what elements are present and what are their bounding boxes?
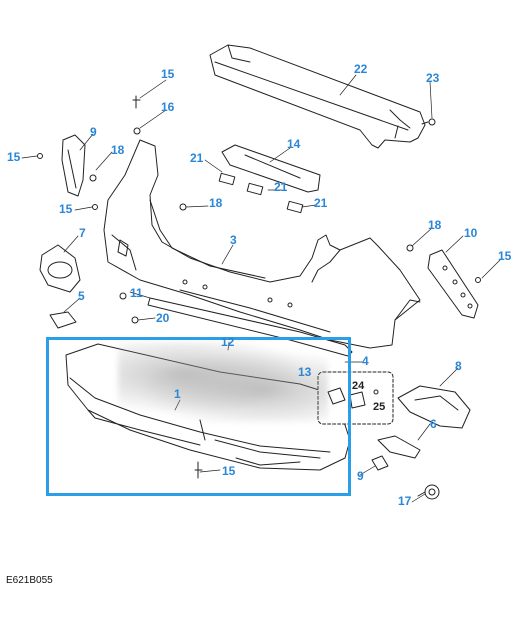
callout-4: 4 (362, 354, 369, 368)
callout-14: 14 (287, 137, 301, 151)
callout-22: 22 (354, 62, 368, 76)
figure-reference-code: E621B055 (6, 575, 53, 586)
callout-18: 18 (111, 143, 125, 157)
fastener-part (37, 95, 481, 324)
callout-9: 9 (90, 125, 97, 139)
callout-15: 15 (7, 150, 21, 164)
callout-6: 6 (430, 417, 437, 431)
side-bracket-right-part (427, 249, 479, 319)
callout-12: 12 (221, 335, 235, 349)
screw-part (194, 461, 203, 479)
callout-15: 15 (498, 249, 512, 263)
callout-10: 10 (464, 226, 478, 240)
callout-21: 21 (190, 151, 204, 165)
callout-15: 15 (161, 67, 175, 81)
clip-small-part (49, 311, 77, 329)
callout-8: 8 (455, 359, 462, 373)
callout-7: 7 (79, 226, 86, 240)
callout-3: 3 (230, 233, 237, 247)
callout-21: 21 (274, 180, 288, 194)
callout-9: 9 (357, 469, 364, 483)
callout-18: 18 (209, 196, 223, 210)
callout-23: 23 (426, 71, 440, 85)
callout-20: 20 (156, 311, 170, 325)
redacted-region (118, 342, 328, 422)
side-bracket-left-part (61, 134, 86, 197)
callout-5: 5 (78, 289, 85, 303)
callout-15: 15 (59, 202, 73, 216)
reflector-part (377, 385, 471, 459)
lower-clip-part (371, 455, 389, 471)
callout-21: 21 (314, 196, 328, 210)
clip-part (218, 172, 304, 214)
callout-25: 25 (373, 401, 386, 413)
reinforcement-beam-part (209, 44, 426, 149)
push-pin-part (417, 484, 440, 500)
leader-lines (21, 74, 501, 503)
bracket-part (221, 144, 321, 193)
highlight-frame (46, 337, 351, 496)
callout-11: 11 (130, 286, 143, 300)
bumper-cover-part (103, 139, 421, 349)
callout-18: 18 (428, 218, 442, 232)
callout-15: 15 (222, 464, 236, 478)
lamp-bracket-part (39, 244, 81, 293)
bolt-part (421, 118, 436, 126)
callout-13: 13 (298, 365, 312, 379)
callout-17: 17 (398, 494, 412, 508)
callout-16: 16 (161, 100, 175, 114)
callout-1: 1 (174, 387, 181, 401)
callout-24: 24 (352, 380, 365, 392)
